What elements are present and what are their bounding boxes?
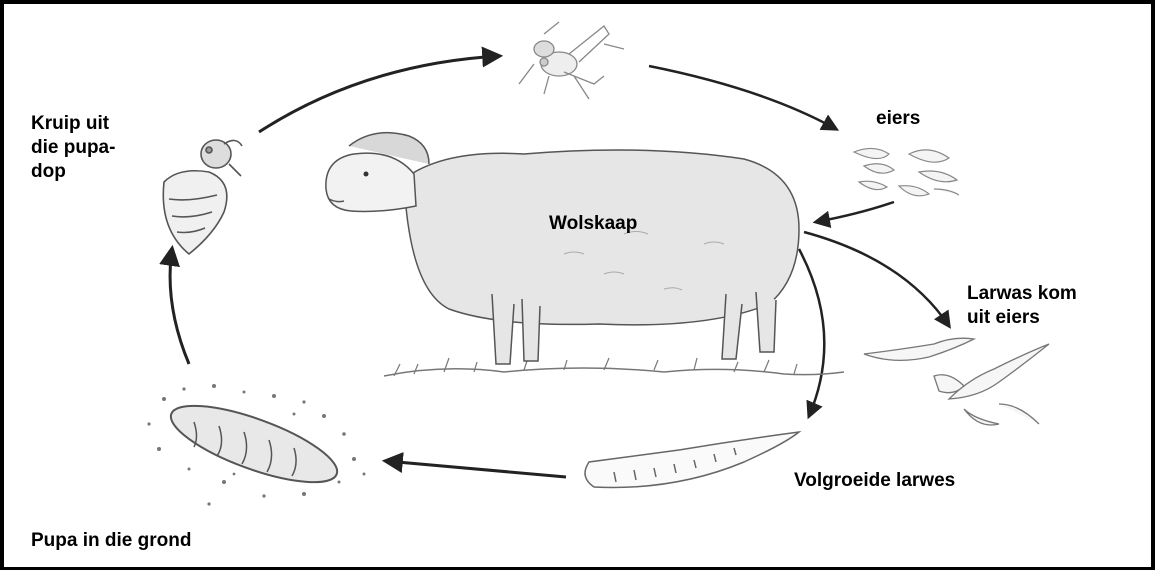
adult-fly-icon <box>519 22 624 99</box>
full-grown-larvae-label: Volgroeide larwes <box>794 469 955 493</box>
arrow-emerge-to-fly <box>259 56 499 132</box>
eggs-label: eiers <box>876 107 920 131</box>
arrow-fly-to-eggs <box>649 66 836 129</box>
hatching-larvae-icon <box>864 338 1049 425</box>
arrow-eggs-to-sheep <box>816 202 894 222</box>
larvae-hatch-label-line-2: uit eiers <box>967 306 1077 330</box>
arrow-pupa-to-emerge <box>170 249 189 364</box>
emerge-label-line-1: Kruip uit <box>31 112 115 136</box>
pupa-ground-label: Pupa in die grond <box>31 529 191 553</box>
sheep-icon <box>326 133 844 376</box>
arrow-sheep-to-larvae <box>804 232 949 326</box>
emerge-label: Kruip uit die pupa- dop <box>31 112 115 184</box>
full-grown-larva-icon <box>585 432 799 487</box>
center-label: Wolskaap <box>549 212 637 236</box>
larvae-hatch-label: Larwas kom uit eiers <box>967 282 1077 330</box>
pupa-icon <box>147 384 365 506</box>
emerge-label-line-3: dop <box>31 160 115 184</box>
arrow-sheep-to-fullgrown <box>799 249 824 416</box>
emerging-fly-icon <box>163 140 242 254</box>
larvae-hatch-label-line-1: Larwas kom <box>967 282 1077 306</box>
eggs-icon <box>854 148 959 195</box>
arrow-fullgrown-to-pupa <box>386 461 566 477</box>
emerge-label-line-2: die pupa- <box>31 136 115 160</box>
